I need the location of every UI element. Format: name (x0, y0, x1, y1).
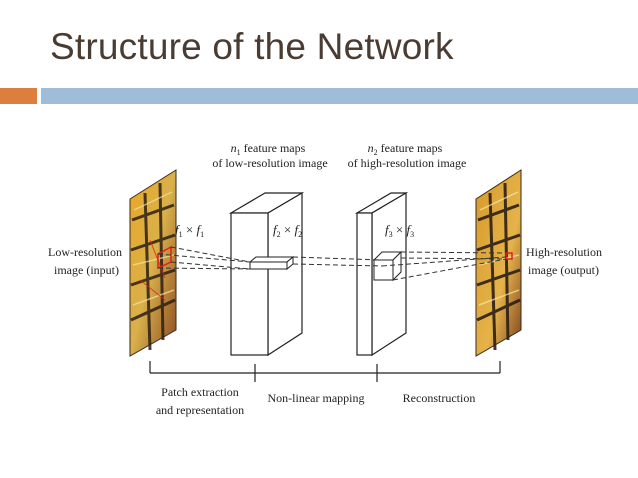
filter-f2-label: f2 × f2 (273, 222, 302, 239)
n2-feature-maps-caption: of high-resolution image (348, 156, 467, 170)
feature-block-n2 (354, 191, 409, 357)
input-image-label-line2: image (input) (54, 263, 119, 277)
title-accent-bar-orange (0, 88, 37, 104)
output-image-label-line2: image (output) (528, 263, 599, 277)
n1-feature-maps-caption: of low-resolution image (212, 156, 327, 170)
output-image (475, 169, 522, 357)
stage-reconstruction: Reconstruction (403, 391, 476, 405)
feature-block-n1 (228, 191, 305, 357)
projection-lines (157, 246, 507, 281)
stage-bracket (149, 361, 501, 382)
stage-non-linear-mapping: Non-linear mapping (268, 391, 365, 405)
filter-f3-label: f3 × f3 (385, 222, 414, 239)
output-image-label-line1: High-resolution (526, 245, 602, 259)
input-image-label-line1: Low-resolution (48, 245, 122, 259)
stage-patch-extraction-line1: Patch extraction (161, 385, 239, 399)
title-accent-bar-blue (41, 88, 638, 104)
n2-feature-maps-label: n2 feature maps (368, 141, 443, 157)
input-image (129, 169, 177, 357)
n1-feature-maps-label: n1 feature maps (231, 141, 306, 157)
filter-f1-label: f1 × f1 (175, 222, 204, 239)
slide-title: Structure of the Network (50, 26, 454, 67)
stage-patch-extraction-line2: and representation (156, 403, 244, 417)
